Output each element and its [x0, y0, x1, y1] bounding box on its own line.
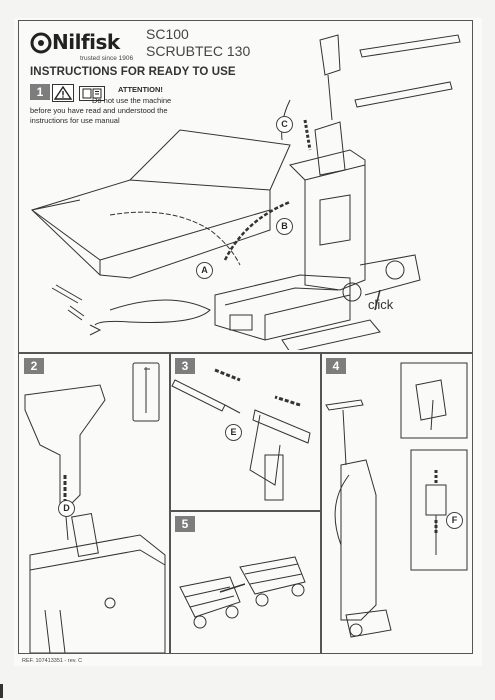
scan-edge-mark — [0, 684, 3, 698]
step-5-badge: 5 — [175, 516, 195, 532]
step-3-5-divider — [169, 510, 321, 512]
attention-line-1: Do not use the machine — [92, 96, 172, 105]
step-2-badge: 2 — [24, 358, 44, 374]
section-title: INSTRUCTIONS FOR READY TO USE — [30, 66, 236, 78]
model-name-2: SCRUBTEC 130 — [146, 43, 251, 59]
page-frame — [18, 20, 473, 654]
step-1-badge: 1 — [30, 84, 50, 100]
callout-f: F — [446, 512, 463, 529]
attention-heading: ATTENTION! — [118, 85, 163, 94]
model-name-1: SC100 — [146, 26, 189, 42]
attention-notice: ATTENTION! Do not use the machine before… — [30, 84, 205, 132]
document-reference: REF. 107413351 - rev. C — [22, 658, 83, 664]
manual-sheet — [14, 18, 482, 666]
brand-block: Nilfisk trusted since 1906 — [30, 28, 140, 64]
step-3-handle-insert-illustration — [171, 368, 311, 501]
nilfisk-logo-icon — [30, 32, 52, 54]
warning-triangle-icon — [52, 84, 74, 102]
callout-a: A — [196, 262, 213, 279]
row-divider — [18, 352, 473, 354]
step-4-cable-illustration — [325, 362, 468, 638]
attention-line-3: instructions for use manual — [30, 116, 120, 125]
attention-line-2: before you have read and understood the — [30, 106, 168, 115]
brand-tagline: trusted since 1906 — [80, 55, 134, 62]
manual-book-icon — [79, 86, 105, 101]
step-1-unboxing-illustration — [31, 34, 461, 350]
step-5-brush-illustration — [179, 556, 306, 629]
step-4-badge: 4 — [326, 358, 346, 374]
step-2-handle-mount-illustration — [24, 362, 166, 653]
step-3-badge: 3 — [175, 358, 195, 374]
click-label: click — [368, 297, 394, 312]
callout-b: B — [276, 218, 293, 235]
column-divider-left — [169, 352, 171, 654]
callout-e: E — [225, 424, 242, 441]
column-divider-right — [320, 352, 322, 654]
brand-name: Nilfisk — [52, 30, 120, 54]
callout-d: D — [58, 500, 75, 517]
callout-c: C — [276, 116, 293, 133]
